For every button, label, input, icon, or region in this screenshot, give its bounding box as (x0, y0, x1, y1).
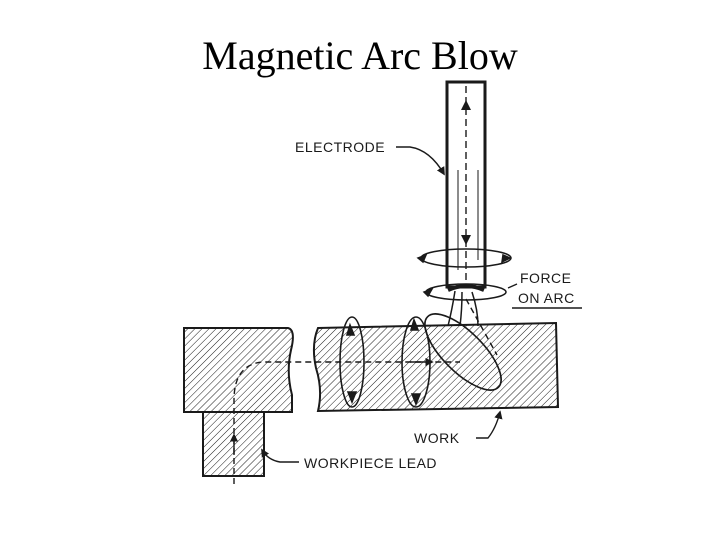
arc-plume (447, 290, 479, 327)
left-workpiece (183, 327, 294, 413)
slide-title: Magnetic Arc Blow (202, 33, 518, 78)
leader-lines (261, 146, 582, 463)
electrode-label: ELECTRODE (295, 139, 385, 155)
current-path (229, 298, 498, 484)
force-label-line1: FORCE (520, 270, 572, 286)
electrode (445, 80, 487, 292)
electrode-field-rings (416, 248, 512, 301)
work-label: WORK (414, 430, 460, 446)
workpiece-lead-label: WORKPIECE LEAD (304, 455, 437, 471)
force-label-line2: ON ARC (518, 290, 575, 306)
work-field-rings (339, 313, 502, 408)
